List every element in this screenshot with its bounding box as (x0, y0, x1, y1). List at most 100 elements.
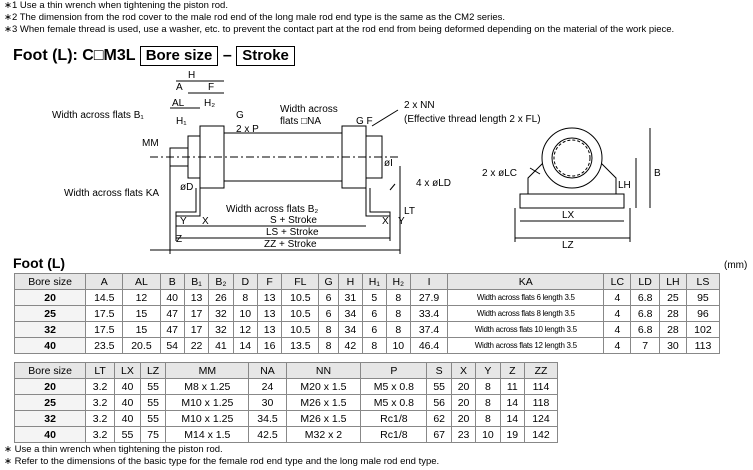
column-header: LX (113, 362, 142, 379)
table-cell: 13 (256, 321, 283, 338)
column-header: FL (281, 273, 320, 290)
dim-LX: LX (562, 210, 575, 221)
table-cell: 40 (113, 394, 142, 411)
table-cell: M26 x 1.5 (285, 410, 362, 427)
dim-NN: 2 x NN (404, 100, 435, 111)
table-cell: 8 (318, 337, 339, 354)
column-header: G (318, 273, 339, 290)
table-cell: M8 x 1.25 (165, 378, 250, 395)
table-cell: 20 (450, 394, 477, 411)
table-cell: 13.5 (281, 337, 320, 354)
table-cell: 67 (426, 426, 452, 443)
dim-B: B (654, 168, 661, 179)
dim-G: G (236, 110, 244, 121)
table-cell: 26 (208, 289, 234, 306)
table-cell: 95 (685, 289, 721, 306)
table-cell: 102 (685, 321, 721, 338)
dim-S: S + Stroke (270, 215, 317, 226)
table-cell: 3.2 (85, 426, 115, 443)
dim-Y: Y (180, 216, 187, 227)
bore-size-cell: 40 (13, 337, 87, 354)
dim-NA-2: flats □NA (280, 116, 321, 127)
table-cell: 6 (318, 305, 339, 322)
column-header: B (159, 273, 185, 290)
table-cell: 13 (256, 289, 283, 306)
column-header: Bore size (13, 362, 87, 379)
table-cell: 17 (183, 305, 210, 322)
bore-size-cell: 40 (13, 426, 87, 443)
table-cell: 17.5 (85, 305, 124, 322)
model-title: Foot (L): C□M3L Bore size – Stroke (13, 46, 295, 66)
table-cell: 124 (523, 410, 559, 427)
table-cell: 16 (256, 337, 283, 354)
table-cell: 20 (450, 410, 477, 427)
table-cell: 4 (603, 289, 632, 306)
table-cell: 118 (523, 394, 559, 411)
table-cell: 13 (183, 289, 210, 306)
table-cell: 8 (475, 378, 501, 395)
table-cell: 7 (630, 337, 660, 354)
table-cell: 12 (122, 289, 161, 306)
table-cell: 32 (208, 305, 234, 322)
table-cell: Width across flats 10 length 3.5 (447, 321, 605, 338)
dim-KA: Width across flats KA (64, 188, 159, 199)
table-cell: 3.2 (85, 410, 115, 427)
table-cell: 17.5 (85, 321, 124, 338)
note-top-1: ∗1 Use a thin wrench when tightening the… (4, 0, 228, 11)
dim-MM: MM (142, 138, 159, 149)
table-cell: Width across flats 12 length 3.5 (447, 337, 605, 354)
table-cell: 23 (450, 426, 477, 443)
table-cell: 75 (139, 426, 167, 443)
table-cell: M10 x 1.25 (165, 394, 250, 411)
bore-size-cell: 32 (13, 321, 87, 338)
dim-B2: Width across flats B₂ (226, 204, 318, 215)
table-cell: 13 (256, 305, 283, 322)
table-cell: 6.8 (630, 305, 660, 322)
table-cell: Width across flats 6 length 3.5 (447, 289, 605, 306)
column-header: Y (475, 362, 501, 379)
column-header: D (232, 273, 258, 290)
table-cell: 40 (113, 410, 142, 427)
table-cell: 6 (318, 289, 339, 306)
column-header: H (337, 273, 364, 290)
table-cell: Rc1/8 (360, 410, 428, 427)
table-cell: 114 (523, 378, 559, 395)
dim-F: F (208, 82, 214, 93)
dim-FL: (Effective thread length 2 x FL) (404, 114, 541, 125)
table-cell: 14 (232, 337, 258, 354)
table-cell: 15 (122, 305, 161, 322)
table-cell: 12 (232, 321, 258, 338)
model-prefix: Foot (L): C□M3L (13, 47, 136, 64)
table-cell: 22 (183, 337, 210, 354)
table-cell: 5 (362, 289, 387, 306)
table-cell: 6.8 (630, 321, 660, 338)
column-header: LS (685, 273, 721, 290)
dim-I: øI (384, 158, 393, 169)
column-header: LD (630, 273, 660, 290)
table-cell: M14 x 1.5 (165, 426, 250, 443)
column-header: AL (122, 273, 161, 290)
note-top-3: ∗3 When female thread is used, use a was… (4, 24, 675, 35)
dim-Y-right: Y (398, 216, 405, 227)
table-cell: 28 (658, 321, 687, 338)
table-cell: 11 (499, 378, 525, 395)
table-cell: 20.5 (122, 337, 161, 354)
bore-size-cell: 20 (13, 378, 87, 395)
dim-LD: 4 x øLD (416, 178, 451, 189)
table-cell: 55 (139, 394, 167, 411)
dim-P: 2 x P (236, 124, 259, 135)
table-cell: 28 (658, 305, 687, 322)
dim-LS: LS + Stroke (266, 227, 319, 238)
table-cell: 15 (122, 321, 161, 338)
table-cell: 40 (159, 289, 185, 306)
table-cell: M5 x 0.8 (360, 378, 428, 395)
table-cell: 23.5 (85, 337, 124, 354)
dim-X: X (202, 216, 209, 227)
table-cell: M26 x 1.5 (285, 394, 362, 411)
